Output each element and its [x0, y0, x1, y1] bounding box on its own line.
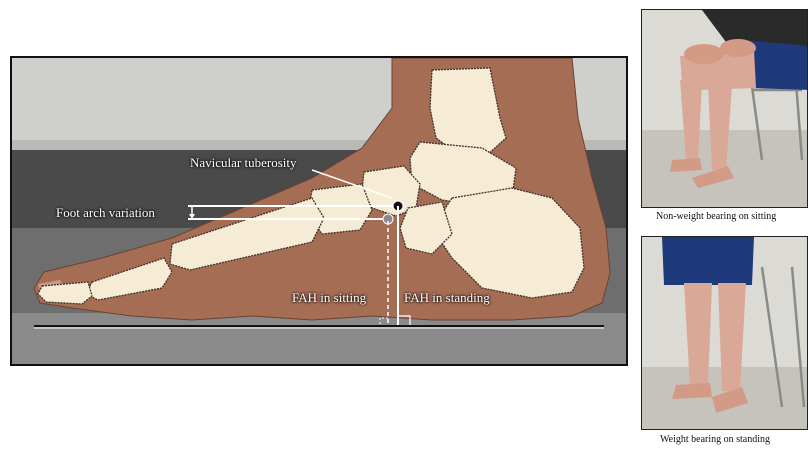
phalanx-distal-bone: [38, 282, 92, 304]
sitting-photo: [641, 9, 808, 208]
standing-caption: Weight bearing on standing: [660, 434, 770, 445]
navicular-tuberosity-label: Navicular tuberosity: [190, 155, 297, 171]
standing-illustration: [642, 237, 808, 430]
standing-photo: [641, 236, 808, 430]
fah-standing-label: FAH in standing: [404, 290, 490, 306]
fah-sitting-label: FAH in sitting: [292, 290, 366, 306]
foot-arch-variation-label: Foot arch variation: [56, 205, 155, 221]
sitting-illustration: [642, 10, 808, 208]
sitting-caption: Non-weight bearing on sitting: [656, 211, 776, 222]
foot-diagram-panel: Navicular tuberosity Foot arch variation…: [10, 56, 628, 366]
